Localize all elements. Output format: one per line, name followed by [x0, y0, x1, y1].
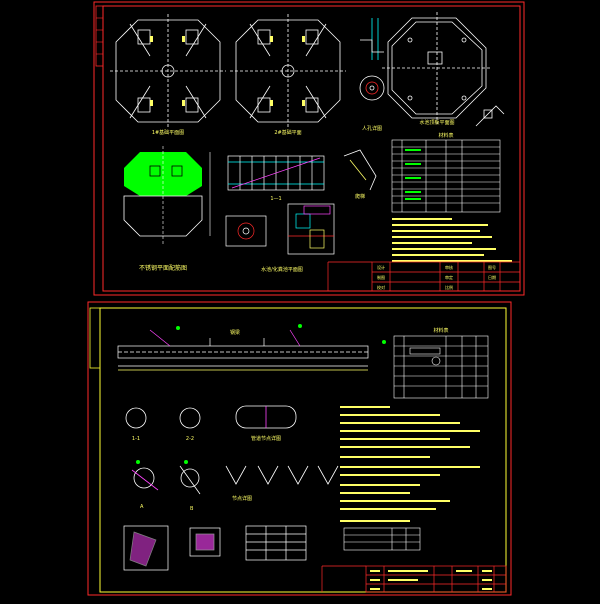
sheet-2-notes [340, 406, 480, 522]
tb1-r3c3: 比例 [445, 284, 453, 290]
tb1-r1c5: 图号 [488, 264, 496, 270]
section-1-label: 1-1 [132, 436, 140, 442]
sheet-1: 1#基础平面图 2#基础平面 [93, 1, 525, 296]
green-tank-section [123, 146, 211, 246]
sheet-1-outer-frame [93, 1, 525, 296]
pipe-detail-label: 人孔详图 [362, 125, 382, 132]
section-circles [125, 405, 297, 429]
tb1-r2c3: 审定 [445, 274, 453, 280]
beam-elevation [117, 329, 369, 371]
sheet-2-inner-frame [99, 307, 507, 593]
sheet-1-notes [392, 218, 512, 262]
sheet-2-table-title: 材料表 [433, 327, 448, 334]
sheet-1-inner-frame [102, 5, 521, 292]
hook-detail [343, 149, 377, 191]
detail-b-label: B [190, 506, 194, 512]
plan-2-marks [270, 36, 305, 106]
sheet-1-material-table [391, 139, 501, 213]
sheet-2-binding-strip [89, 307, 101, 369]
section-label: 1—1 [270, 196, 281, 202]
lower-details [225, 203, 335, 255]
bottom-plan-label: 不锈钢平面配筋图 [139, 264, 187, 272]
beam-markers [176, 324, 386, 344]
sheet-1-table-title: 材料表 [438, 132, 453, 139]
tb1-r1c1: 设计 [377, 264, 385, 270]
bottom-details [123, 525, 307, 571]
beam-label: 钢梁 [230, 329, 240, 336]
plan-1-label: 1#基础平面图 [152, 129, 184, 136]
section-2-label: 2-2 [186, 436, 194, 442]
tb1-r2c5: 日期 [488, 274, 496, 280]
pipe-detail-label-2: 管道节点详图 [251, 435, 281, 442]
sheet-2-small-table [343, 527, 421, 551]
sheet-2-titleblock [321, 565, 507, 593]
tb1-r3c1: 校对 [377, 284, 385, 290]
stair-detail [227, 155, 325, 191]
plan-2-octagon [230, 14, 346, 128]
stair-label: 爬梯 [355, 193, 365, 200]
node-markers [136, 460, 188, 464]
node-title: 节点详图 [232, 495, 252, 502]
tank-section-label: 水池/化粪池平面图 [261, 266, 303, 273]
detail-a-label: A [140, 504, 144, 510]
sheet-2-titleblock-marks [370, 570, 492, 590]
tb1-r2c1: 制图 [377, 274, 385, 280]
edge-detail [475, 105, 505, 127]
sheet-2-outer-frame [87, 301, 512, 596]
plan-2-label: 2#基础平面 [274, 129, 301, 136]
sheet-1-titleblock [327, 261, 521, 292]
plan-1-marks [150, 36, 185, 106]
pipe-detail [359, 18, 385, 101]
tb1-r1c3: 审核 [445, 264, 453, 270]
sheet-2-material-table [393, 335, 489, 399]
sheet-2: 钢梁 材料表 1-1 2-2 管道节点详图 [87, 301, 512, 596]
tank-plan-label: 水池顶板平面图 [419, 119, 454, 126]
tank-plan [382, 12, 492, 124]
sheet-1-binding-strip [95, 5, 104, 67]
node-details [131, 465, 339, 495]
sheet-1-table-marks [405, 149, 421, 200]
